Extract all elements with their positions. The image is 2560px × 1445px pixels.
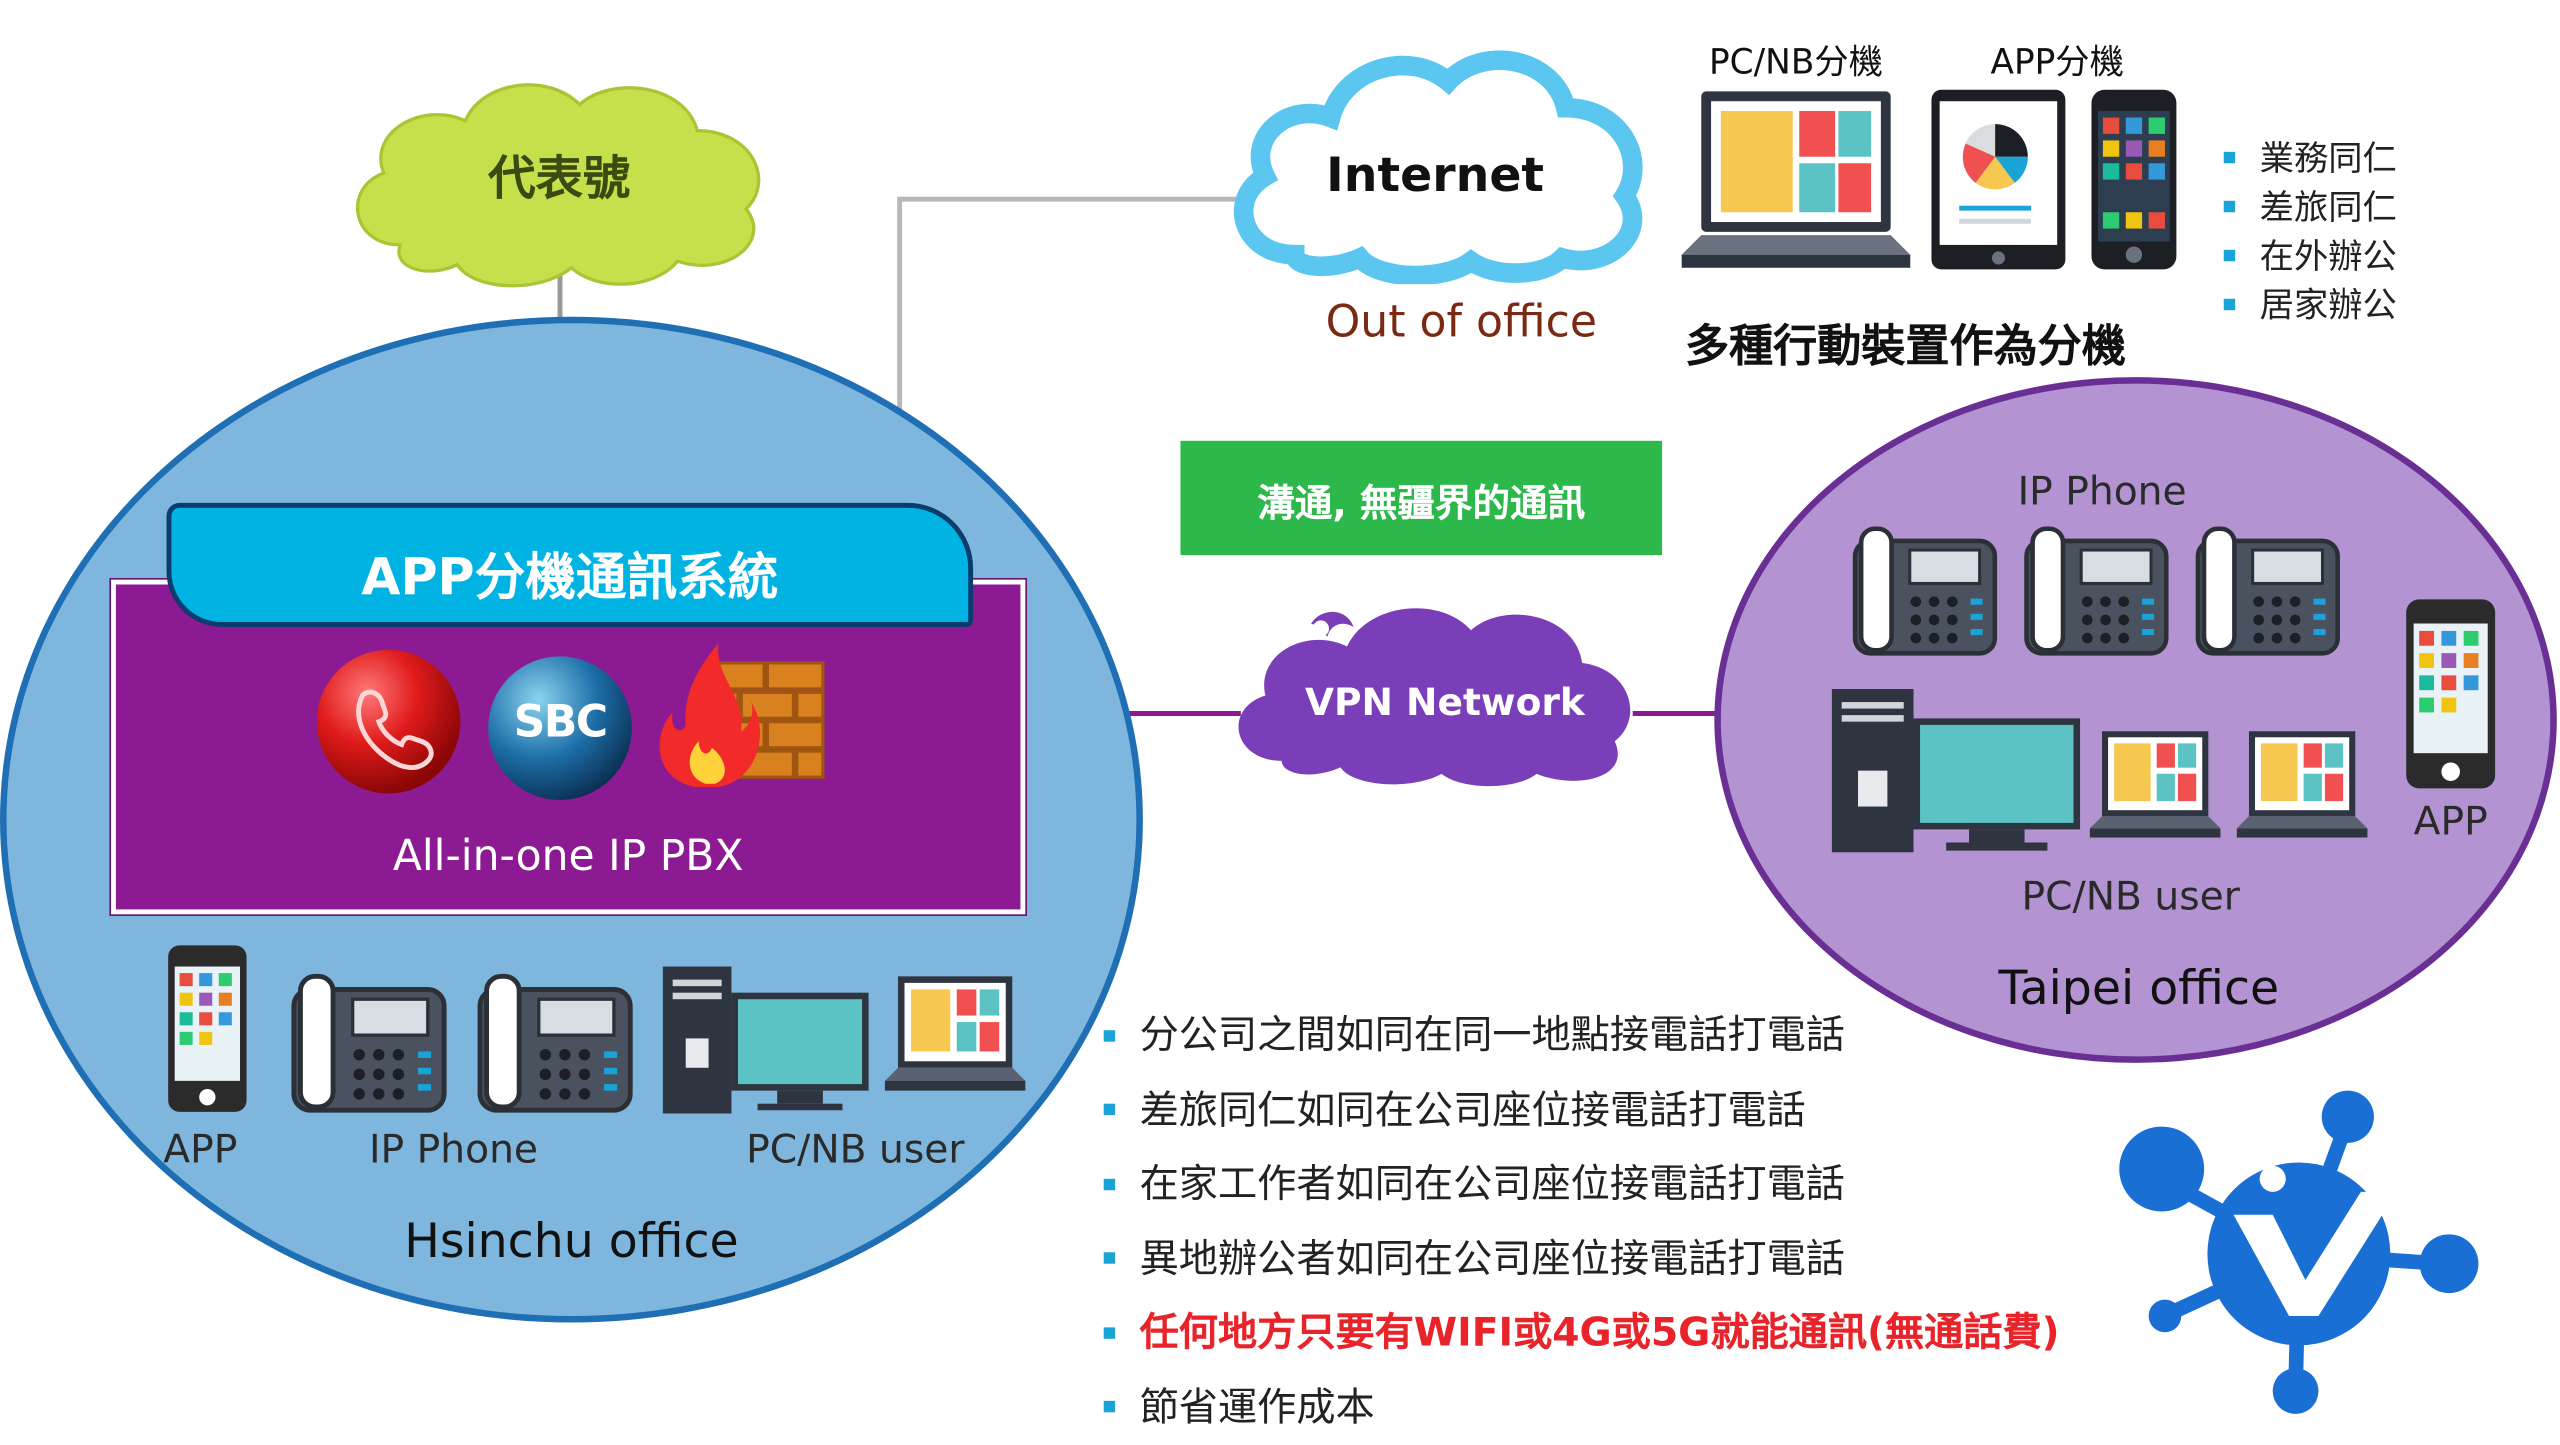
ip-phone-icon <box>477 973 633 1113</box>
list-item: 居家辦公 <box>2223 281 2397 330</box>
vpn-label: VPN Network <box>1304 682 1585 725</box>
internet-line <box>897 196 1245 507</box>
main-number-label: 代表號 <box>488 150 631 206</box>
main-number-cloud <box>356 83 761 288</box>
list-item: 異地辦公者如同在公司座位接電話打電話 <box>1103 1222 2060 1296</box>
ip-phone-icon <box>291 973 447 1113</box>
out-of-office-label: Out of office <box>1325 297 1597 348</box>
list-item: 分公司之間如同在同一地點接電話打電話 <box>1103 999 2060 1073</box>
ip-phone-icon <box>1852 526 1998 656</box>
app-extension-label: APP分機 <box>1990 42 2124 82</box>
sbc-label: SBC <box>513 697 608 748</box>
list-item: 業務同仁 <box>2223 134 2397 183</box>
desktop-pc-icon <box>1831 688 2081 853</box>
laptop-extension-icon <box>1681 91 1911 268</box>
laptop-icon <box>2236 731 2368 838</box>
ip-phone-icon <box>2024 526 2169 656</box>
laptop-icon <box>884 976 1026 1091</box>
list-item: 在外辦公 <box>2223 232 2397 281</box>
phone-ball-icon <box>316 649 461 794</box>
desktop-pc-icon <box>662 966 869 1114</box>
slogan-banner <box>1180 440 1663 556</box>
smartphone-icon <box>168 945 247 1112</box>
brand-logo <box>2119 1090 2479 1414</box>
internet-label: Internet <box>1326 146 1545 203</box>
laptop-icon <box>2089 731 2221 838</box>
app-system-title: APP分機通訊系統 <box>361 548 779 608</box>
taipei-app-label: APP <box>2413 798 2488 845</box>
mobile-extension-caption: 多種行動裝置作為分機 <box>1684 321 2126 373</box>
hsinchu-app-label: APP <box>163 1126 238 1173</box>
taipei-pcnb-label: PC/NB user <box>2021 873 2240 920</box>
list-item: 差旅同仁如同在公司座位接電話打電話 <box>1103 1074 2060 1148</box>
vpn-cloud-icon <box>1238 608 1631 787</box>
benefit-list: 分公司之間如同在同一地點接電話打電話 差旅同仁如同在公司座位接電話打電話 在家工… <box>1103 999 2060 1445</box>
taipei-office-name: Taipei office <box>1998 960 2280 1016</box>
ip-phone-icon <box>2195 526 2340 656</box>
list-item: 在家工作者如同在公司座位接電話打電話 <box>1103 1148 2060 1222</box>
tablet-icon <box>1931 89 2066 270</box>
list-item: 節省運作成本 <box>1103 1371 2060 1445</box>
user-type-list: 業務同仁 差旅同仁 在外辦公 居家辦公 <box>2223 134 2397 330</box>
app-system-banner <box>166 502 974 627</box>
slogan-text: 溝通, 無疆界的通訊 <box>1257 483 1586 526</box>
pbx-label: All-in-one IP PBX <box>392 832 744 882</box>
internet-cloud-icon <box>1233 50 1643 285</box>
firewall-icon <box>659 643 825 787</box>
hsinchu-pcnb-label: PC/NB user <box>746 1126 965 1173</box>
smartphone-icon <box>2406 599 2496 789</box>
hsinchu-ip-phone-label: IP Phone <box>368 1126 539 1173</box>
hsinchu-office-name: Hsinchu office <box>404 1213 739 1269</box>
list-item: 差旅同仁 <box>2223 183 2397 232</box>
list-item: 任何地方只要有WIFI或4G或5G就能通訊(無通話費) <box>1103 1296 2060 1370</box>
taipei-ip-phone-label: IP Phone <box>2017 468 2187 515</box>
pcnb-extension-label: PC/NB分機 <box>1709 42 1883 82</box>
sbc-ball-icon <box>488 656 632 801</box>
smartphone-icon <box>2091 89 2177 270</box>
